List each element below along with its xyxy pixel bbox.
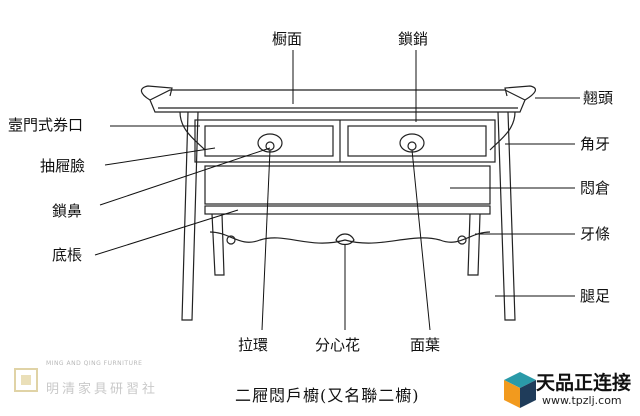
- leg-right: [497, 111, 516, 321]
- label-bottom-stretcher: 底棖: [52, 246, 83, 264]
- label-pull-ring: 拉環: [238, 336, 269, 354]
- label-drawer-face: 抽屜臉: [40, 157, 86, 175]
- cabinet-top: [149, 89, 526, 113]
- face-plate-right: [399, 133, 425, 153]
- label-lock-pin: 鎖銷: [398, 30, 429, 48]
- everted-end-left: [140, 85, 173, 101]
- label-leg-foot: 腿足: [580, 287, 611, 305]
- drawer-left: [204, 125, 334, 157]
- brand-block: 天品正连接 www.tpzlj.com: [494, 362, 634, 412]
- inner-leg-left: [211, 213, 225, 276]
- label-face-plate: 面葉: [410, 336, 441, 354]
- bottom-stretcher: [204, 205, 491, 215]
- watermark-chinese: 明清家具研習社: [46, 382, 159, 397]
- label-lock-nose: 鎖鼻: [52, 202, 83, 220]
- diagram-caption: 二屜悶戶櫥(又名聯二櫥): [235, 386, 420, 405]
- label-everted-end: 翹頭: [583, 89, 614, 107]
- watermark-english: MING AND QING FURNITURE: [46, 360, 143, 367]
- inner-leg-right: [467, 213, 481, 276]
- spandrel-left: [179, 111, 206, 151]
- watermark-logo-icon: [14, 368, 38, 392]
- label-center-flower: 分心花: [315, 336, 361, 354]
- brand-name: 天品正连接: [536, 372, 632, 394]
- everted-end-right: [504, 85, 537, 101]
- center-flower: [335, 233, 355, 246]
- leg-left: [181, 111, 199, 321]
- face-plate-left: [257, 133, 283, 153]
- drawer-right: [347, 125, 487, 157]
- label-corner-spandrel: 角牙: [580, 135, 611, 153]
- brand-logo-icon: [504, 372, 536, 408]
- label-apron-strip: 牙條: [580, 225, 611, 243]
- watermark: MING AND QING FURNITURE 明清家具研習社: [10, 360, 180, 400]
- label-hidden-storage: 悶倉: [580, 179, 611, 197]
- spandrel-right: [489, 111, 516, 151]
- apron: [209, 231, 491, 244]
- brand-url: www.tpzlj.com: [542, 394, 622, 407]
- hidden-storage-panel: [204, 165, 491, 205]
- label-ogee-arch: 壼門式券口: [8, 116, 84, 134]
- label-top-panel: 橱面: [272, 30, 303, 48]
